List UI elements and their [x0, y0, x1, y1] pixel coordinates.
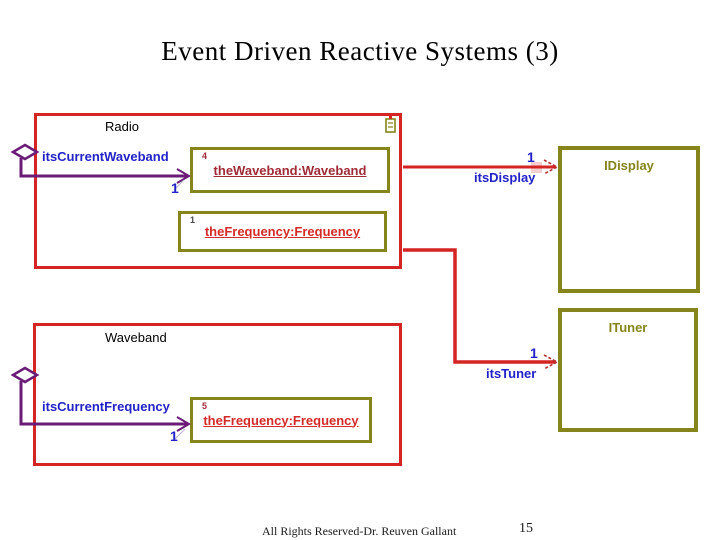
page-number: 15: [519, 521, 533, 536]
composite-class-icon: [385, 116, 396, 133]
part-label-the-waveband: theWaveband:Waveband: [213, 162, 367, 178]
interface-name-ituner: ITuner: [608, 320, 648, 335]
multiplicity-its-current-waveband: 1: [171, 180, 179, 196]
multiplicity-its-current-frequency: 1: [170, 428, 178, 444]
slide-title: Event Driven Reactive Systems (3): [161, 36, 559, 66]
part-box-the-frequency-waveband: 5 theFrequency:Frequency: [190, 397, 372, 443]
arrowhead-its-tuner: [543, 354, 559, 370]
part-index: 5: [202, 401, 208, 411]
interface-box-idisplay: IDisplay: [558, 146, 700, 293]
footer-copyright: All Rights Reserved-Dr. Reuven Gallant: [262, 524, 457, 538]
arrowhead-its-display: [543, 159, 559, 175]
link-label-its-tuner: itsTuner: [486, 366, 537, 381]
interface-box-ituner: ITuner: [558, 308, 698, 432]
part-box-the-frequency-radio: 1 theFrequency:Frequency: [178, 211, 387, 252]
class-box-waveband: [33, 323, 402, 466]
link-label-its-current-frequency: itsCurrentFrequency: [42, 399, 170, 414]
part-index: 1: [190, 215, 196, 225]
class-name-waveband: Waveband: [105, 330, 167, 345]
multiplicity-its-display: 1: [527, 149, 535, 165]
part-label-the-frequency-waveband: theFrequency:Frequency: [203, 412, 359, 428]
link-label-its-current-waveband: itsCurrentWaveband: [42, 149, 169, 164]
part-label-the-frequency-radio: theFrequency:Frequency: [204, 224, 361, 239]
class-name-radio: Radio: [105, 119, 139, 134]
link-label-its-display: itsDisplay: [474, 170, 536, 185]
interface-name-idisplay: IDisplay: [604, 158, 654, 173]
part-index: 4: [202, 151, 208, 161]
multiplicity-its-tuner: 1: [530, 345, 538, 361]
part-box-the-waveband: 4 theWaveband:Waveband: [190, 147, 390, 193]
